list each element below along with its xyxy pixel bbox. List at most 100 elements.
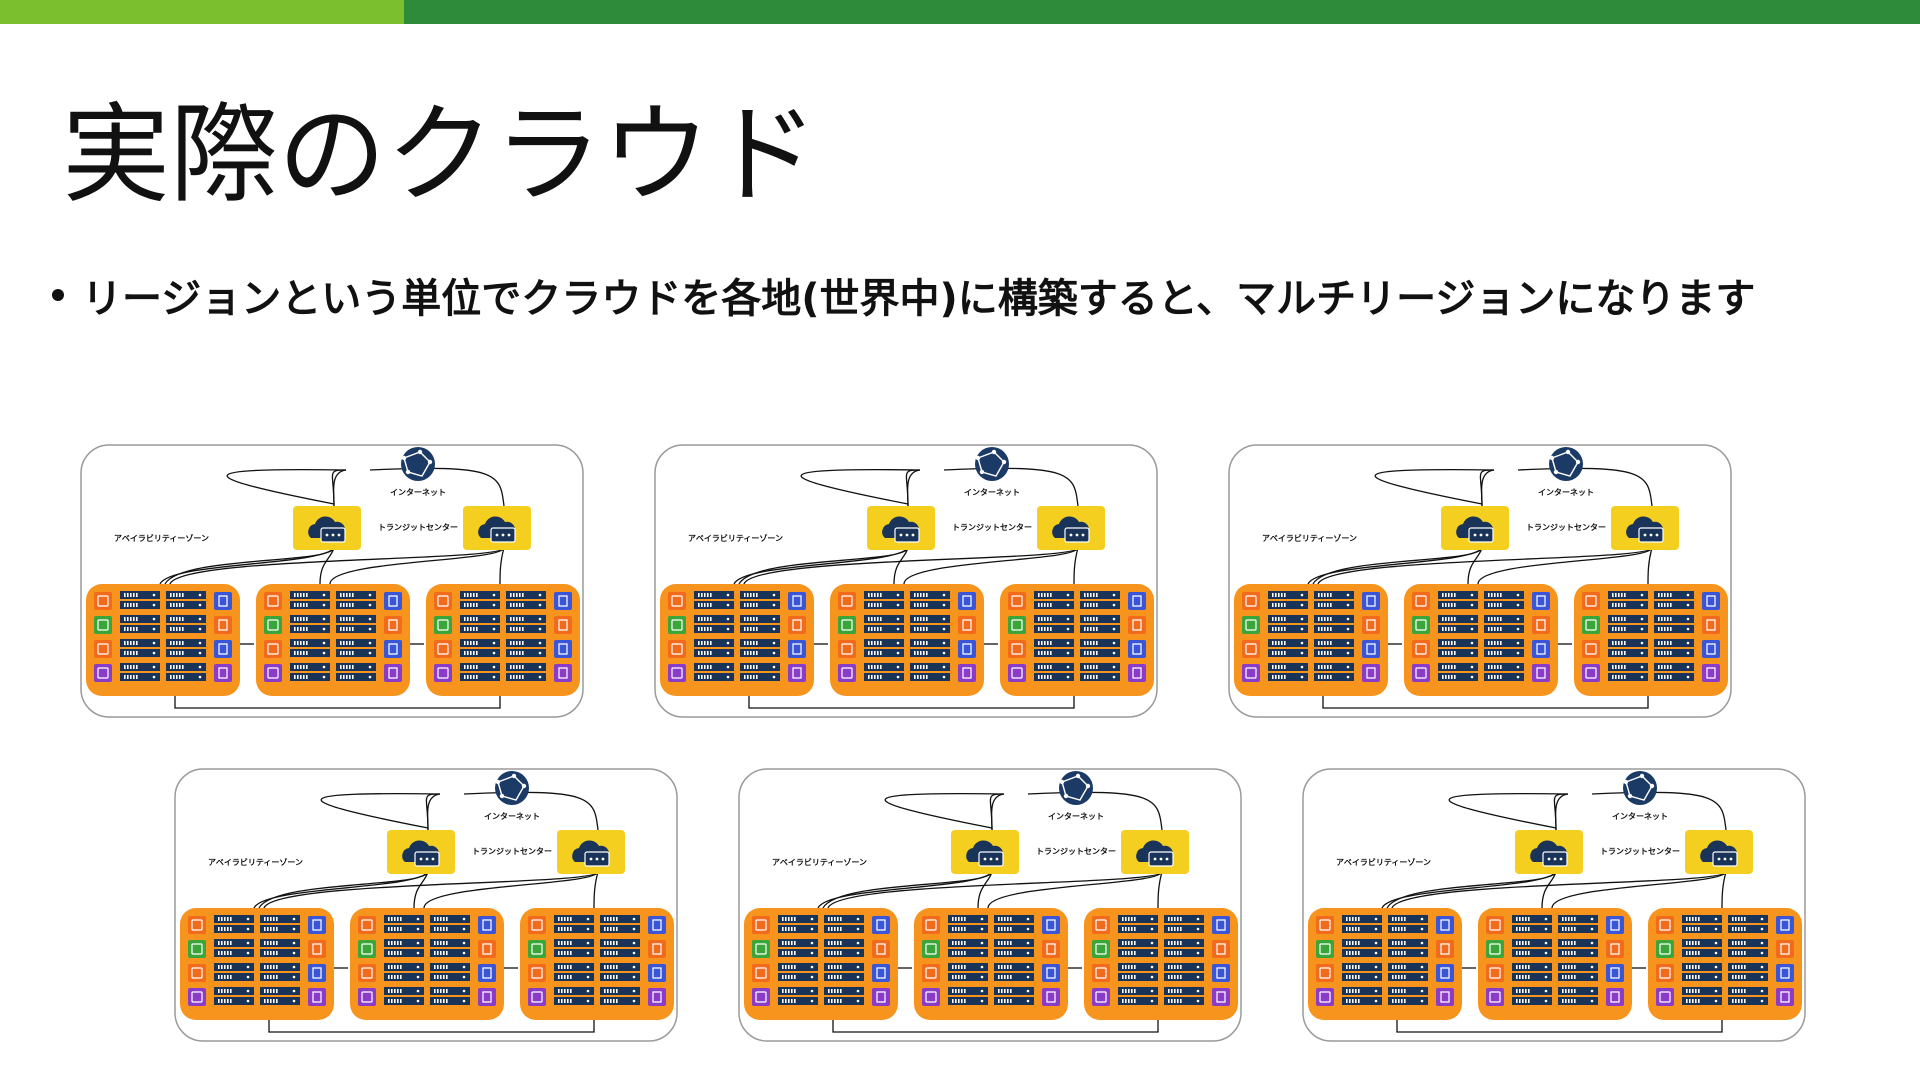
server-rack-icon	[824, 963, 864, 971]
server-rack-icon	[1118, 915, 1158, 923]
server-rack-icon	[1728, 997, 1768, 1005]
server-rack-icon	[1342, 997, 1382, 1005]
server-rack-icon	[694, 673, 734, 681]
bullet-text: リージョンという単位でクラウドを各地(世界中)に構築すると、マルチリージョンにな…	[82, 276, 1756, 322]
server-rack-icon	[554, 963, 594, 971]
copy-icon	[434, 592, 452, 610]
server-rack-icon	[1342, 963, 1382, 971]
server-rack-icon	[910, 663, 950, 671]
server-rack-icon	[460, 625, 500, 633]
server-rack-icon	[600, 925, 640, 933]
server-rack-icon	[214, 997, 254, 1005]
internet-label: インターネット	[964, 487, 1020, 497]
hexagon-icon	[1656, 964, 1674, 982]
copy-icon	[94, 592, 112, 610]
server-rack-icon	[1164, 973, 1204, 981]
server-rack-icon	[554, 997, 594, 1005]
server-rack-icon	[1558, 987, 1598, 995]
server-rack-icon	[1034, 649, 1074, 657]
server-rack-icon	[336, 615, 376, 623]
server-rack-icon	[1034, 625, 1074, 633]
server-rack-icon	[1388, 973, 1428, 981]
server-rack-icon	[1558, 997, 1598, 1005]
server-rack-icon	[1314, 615, 1354, 623]
server-rack-icon	[740, 639, 780, 647]
region-diagram: インターネットトランジットセンターアベイラビリティーゾーン	[1302, 768, 1806, 1042]
server-rack-icon	[948, 949, 988, 957]
lambda-icon	[1128, 616, 1146, 634]
server-rack-icon	[740, 673, 780, 681]
file-icon	[958, 664, 976, 682]
availability-zone	[180, 908, 334, 1020]
server-rack-icon	[1388, 963, 1428, 971]
copy-icon	[1316, 916, 1334, 934]
server-rack-icon	[994, 997, 1034, 1005]
server-rack-icon	[430, 963, 470, 971]
availability-zone	[86, 584, 240, 696]
server-rack-icon	[1484, 673, 1524, 681]
server-rack-icon	[1654, 625, 1694, 633]
globe-icon	[495, 771, 529, 805]
server-rack-icon	[1034, 591, 1074, 599]
server-rack-icon	[778, 963, 818, 971]
server-rack-icon	[1118, 963, 1158, 971]
globe-icon	[1549, 447, 1583, 481]
server-rack-icon	[384, 987, 424, 995]
server-rack-icon	[864, 673, 904, 681]
cloud-server-icon	[1441, 506, 1509, 550]
server-rack-icon	[120, 615, 160, 623]
gear-icon	[188, 988, 206, 1006]
copy-icon	[1656, 916, 1674, 934]
top-accent-bar-dark	[404, 0, 1920, 24]
server-rack-icon	[120, 663, 160, 671]
server-rack-icon	[214, 925, 254, 933]
bucket-icon	[1092, 940, 1110, 958]
server-rack-icon	[1654, 649, 1694, 657]
transit-center-label: トランジットセンター	[1526, 522, 1606, 532]
copy-icon	[1242, 592, 1260, 610]
copy-icon	[1008, 592, 1026, 610]
internet-label: インターネット	[1048, 811, 1104, 821]
lambda-icon	[1776, 940, 1794, 958]
server-rack-icon	[740, 649, 780, 657]
server-rack-icon	[948, 987, 988, 995]
server-rack-icon	[1164, 997, 1204, 1005]
server-rack-icon	[778, 939, 818, 947]
lambda-icon	[788, 616, 806, 634]
hexagon-icon	[94, 640, 112, 658]
document-icon	[554, 592, 572, 610]
server-rack-icon	[290, 625, 330, 633]
region-diagram: インターネットトランジットセンターアベイラビリティーゾーン	[80, 444, 584, 718]
server-rack-icon	[694, 615, 734, 623]
network-links	[733, 467, 1079, 709]
lambda-icon	[648, 940, 666, 958]
server-rack-icon	[600, 963, 640, 971]
server-rack-icon	[864, 625, 904, 633]
server-rack-icon	[1388, 997, 1428, 1005]
server-rack-icon	[1682, 925, 1722, 933]
lambda-icon	[1436, 940, 1454, 958]
server-rack-icon	[1608, 591, 1648, 599]
server-rack-icon	[1080, 601, 1120, 609]
server-rack-icon	[214, 973, 254, 981]
lambda-icon	[1212, 940, 1230, 958]
server-rack-icon	[778, 925, 818, 933]
server-rack-icon	[1164, 963, 1204, 971]
server-rack-icon	[1118, 997, 1158, 1005]
server-rack-icon	[864, 639, 904, 647]
server-rack-icon	[1164, 949, 1204, 957]
server-rack-icon	[1682, 987, 1722, 995]
internet-label: インターネット	[1538, 487, 1594, 497]
server-rack-icon	[1438, 591, 1478, 599]
server-rack-icon	[1484, 591, 1524, 599]
server-rack-icon	[384, 925, 424, 933]
server-rack-icon	[1728, 973, 1768, 981]
bucket-icon	[1412, 616, 1430, 634]
server-rack-icon	[778, 915, 818, 923]
server-rack-icon	[910, 649, 950, 657]
availability-zone	[660, 584, 814, 696]
server-rack-icon	[824, 915, 864, 923]
internet-label: インターネット	[390, 487, 446, 497]
